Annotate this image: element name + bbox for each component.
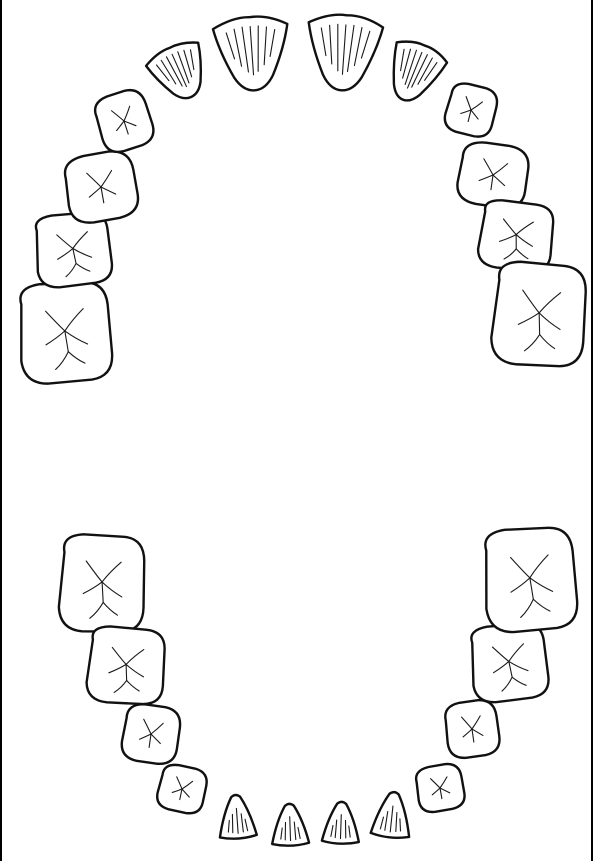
tooth-u5 — [143, 36, 217, 108]
upper-arch — [16, 12, 588, 385]
tooth-u9 — [442, 80, 500, 140]
tooth-l5 — [217, 794, 257, 840]
tooth-u3 — [61, 148, 141, 226]
tooth-u8 — [378, 35, 450, 110]
tooth-l9 — [413, 762, 466, 815]
tooth-l8 — [370, 790, 413, 839]
tooth-l10 — [442, 698, 501, 760]
tooth-l12 — [481, 525, 579, 634]
tooth-u4 — [90, 86, 157, 156]
tooth-u7 — [304, 12, 384, 92]
tooth-l1 — [58, 534, 146, 634]
tooth-l4 — [155, 762, 210, 816]
tooth-l2 — [85, 625, 166, 706]
tooth-u1 — [16, 280, 114, 386]
tooth-u12 — [490, 260, 589, 369]
tooth-u6 — [212, 14, 291, 93]
tooth-l6 — [271, 803, 309, 846]
lower-arch — [58, 525, 579, 846]
tooth-l7 — [322, 801, 360, 844]
tooth-l3 — [120, 702, 183, 766]
tooth-l11 — [467, 621, 550, 704]
